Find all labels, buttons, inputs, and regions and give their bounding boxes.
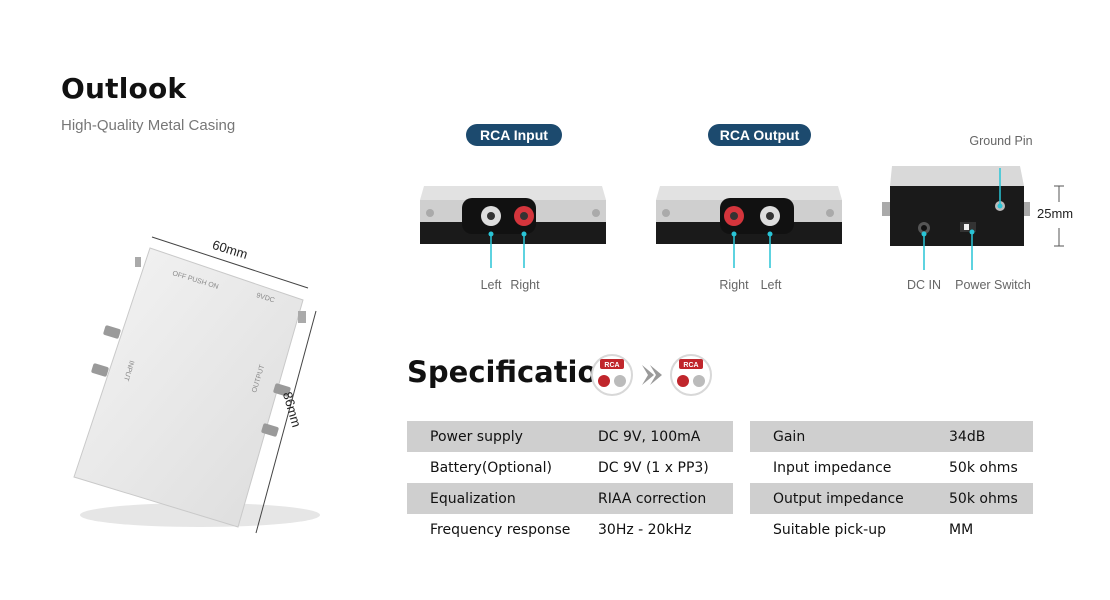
spec-table-right: Gain 34dB Input impedance 50k ohms Outpu…	[750, 421, 1033, 545]
rca-output-pill: RCA Output	[708, 124, 811, 146]
table-row: Input impedance 50k ohms	[750, 452, 1033, 483]
rca-input-left-label: Left	[480, 278, 502, 292]
specification-title: Specification	[407, 355, 619, 389]
height-dimension-marker	[1054, 185, 1064, 247]
casing-top-view-image: OFF PUSH ON 9VDC INPUT OUTPUT	[73, 236, 320, 534]
table-row: Battery(Optional) DC 9V (1 x PP3)	[407, 452, 733, 483]
spec-key: Power supply	[430, 428, 523, 445]
side-height-label: 25mm	[1037, 206, 1074, 221]
spec-value: 50k ohms	[949, 490, 1018, 507]
spec-key: Input impedance	[773, 459, 892, 476]
spec-key: Gain	[773, 428, 806, 445]
spec-value: 34dB	[949, 428, 986, 445]
outlook-title: Outlook	[61, 72, 187, 105]
table-row: Power supply DC 9V, 100mA	[407, 421, 733, 452]
rca-output-right-label: Right	[719, 278, 749, 292]
rca-input-pill: RCA Input	[466, 124, 562, 146]
table-row: Output impedance 50k ohms	[750, 483, 1033, 514]
dc-in-label: DC IN	[906, 278, 942, 292]
side-view-device-image	[882, 166, 1030, 270]
spec-table-left: Power supply DC 9V, 100mA Battery(Option…	[407, 421, 733, 545]
spec-value: DC 9V, 100mA	[598, 428, 701, 445]
spec-value: RIAA correction	[598, 490, 707, 507]
spec-key: Equalization	[430, 490, 516, 507]
spec-value: DC 9V (1 x PP3)	[598, 459, 709, 476]
spec-key: Frequency response	[430, 521, 571, 538]
outlook-subtitle: High-Quality Metal Casing	[61, 117, 236, 134]
spec-key: Suitable pick-up	[773, 521, 886, 538]
rca-output-left-label: Left	[760, 278, 782, 292]
rca-input-right-label: Right	[510, 278, 540, 292]
rca-badge-left: RCA	[604, 362, 619, 369]
rca-input-device-image	[420, 186, 606, 268]
ground-pin-label: Ground Pin	[969, 134, 1033, 148]
rca-output-device-image	[656, 186, 842, 268]
spec-value: 50k ohms	[949, 459, 1018, 476]
spec-key: Battery(Optional)	[430, 459, 552, 476]
spec-key: Output impedance	[773, 490, 904, 507]
spec-value: 30Hz - 20kHz	[598, 521, 692, 538]
rca-conversion-icon: RCA RCA	[591, 354, 712, 396]
table-row: Frequency response 30Hz - 20kHz	[407, 514, 733, 545]
rca-badge-right: RCA	[683, 362, 698, 369]
spec-value: MM	[949, 521, 974, 538]
table-row: Equalization RIAA correction	[407, 483, 733, 514]
power-switch-label: Power Switch	[955, 278, 1031, 292]
table-row: Suitable pick-up MM	[750, 514, 1033, 545]
table-row: Gain 34dB	[750, 421, 1033, 452]
